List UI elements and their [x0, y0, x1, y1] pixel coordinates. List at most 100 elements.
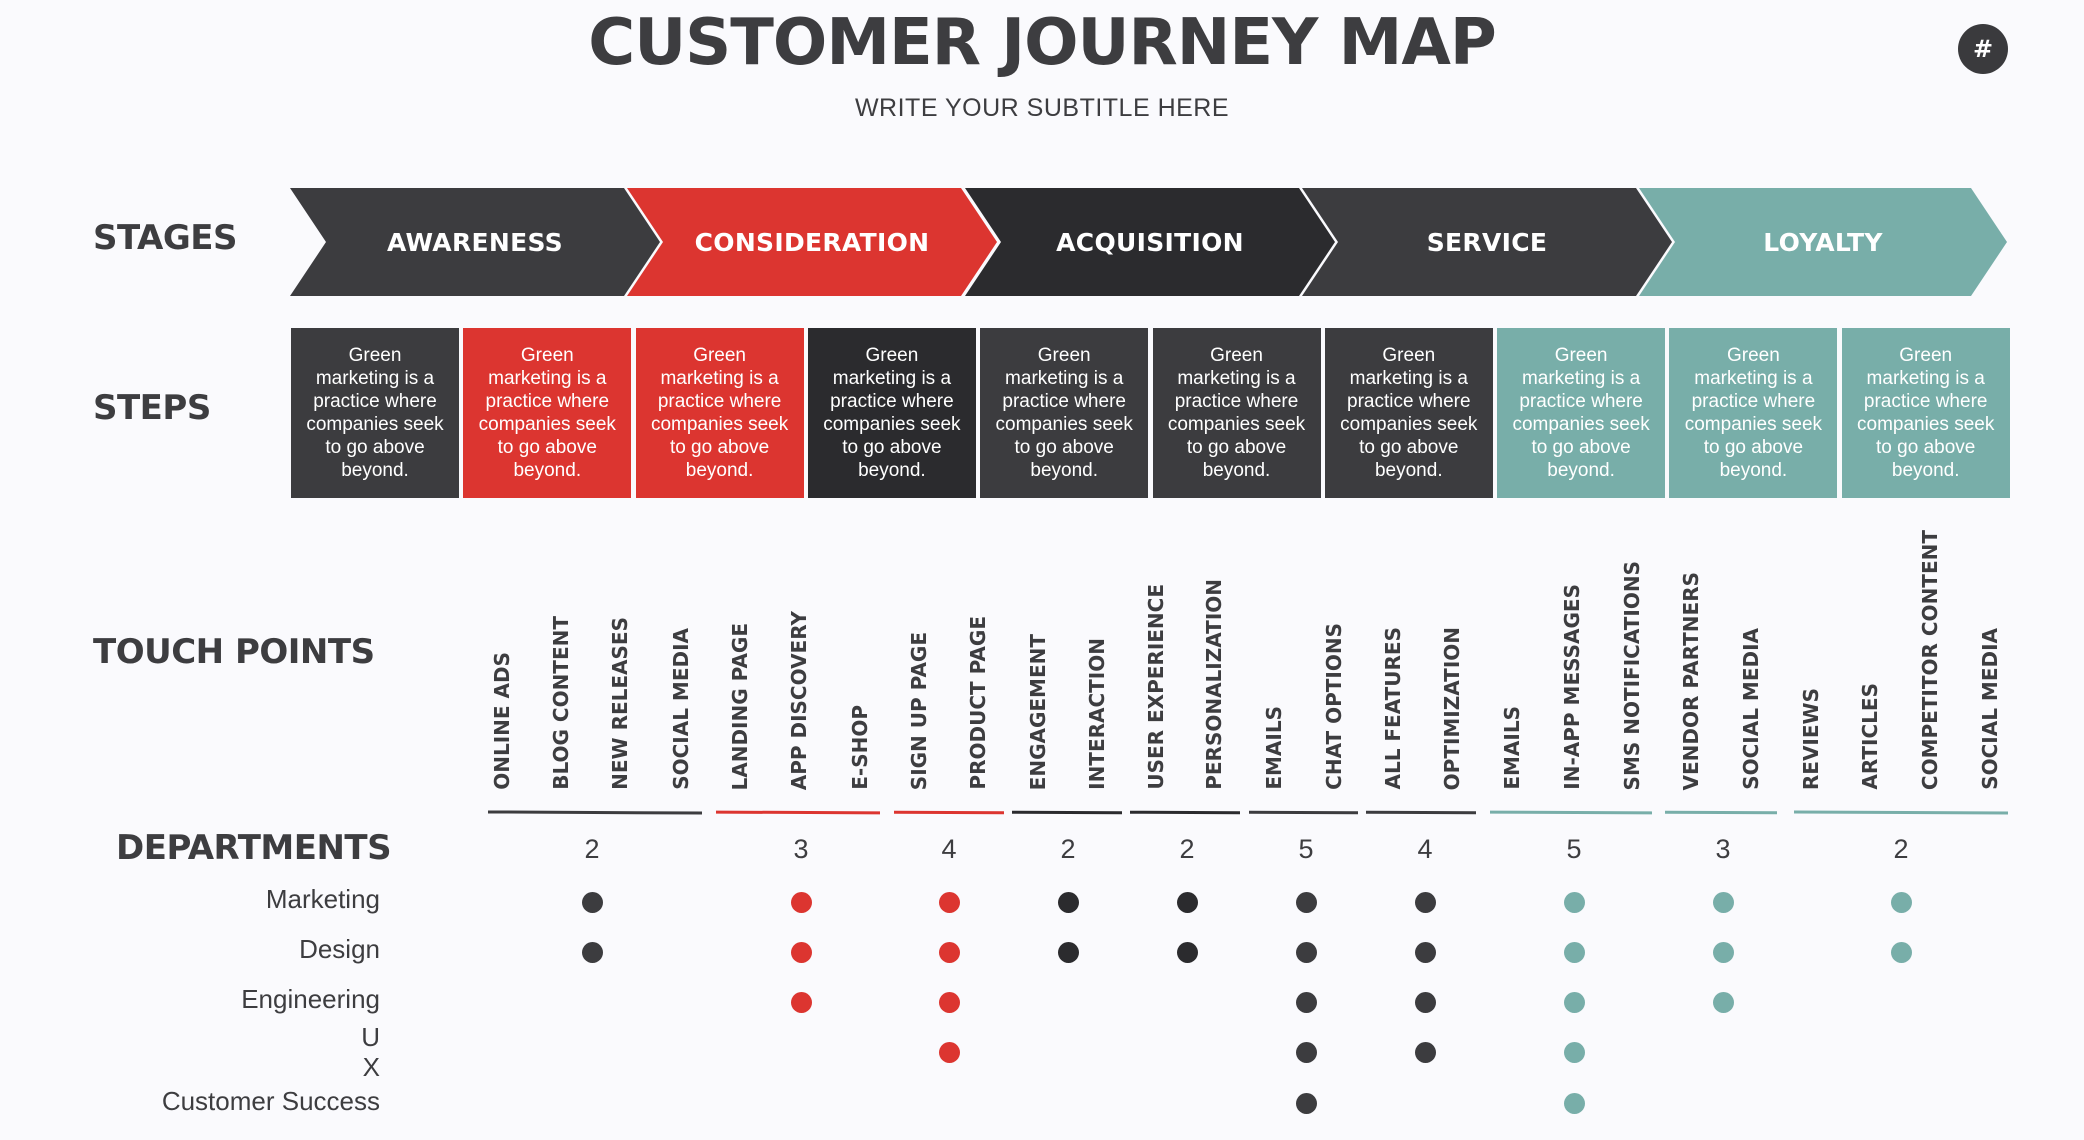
touch-point-label: APP DISCOVERY — [787, 610, 811, 790]
touch-point-label: SOCIAL MEDIA — [1978, 628, 2002, 790]
group-count: 2 — [584, 834, 600, 864]
touch-point: APP DISCOVERY — [779, 540, 819, 790]
group-underline — [715, 810, 881, 815]
touch-point: EMAILS — [1492, 540, 1532, 790]
step-card: Green marketing is a practice where comp… — [291, 328, 459, 498]
department-label: U X — [361, 1022, 380, 1082]
department-dot — [791, 992, 812, 1013]
group-underline — [1489, 810, 1653, 815]
touch-point: ARTICLES — [1850, 540, 1890, 790]
touch-point: ONLINE ADS — [482, 540, 522, 790]
touch-points-label: TOUCH POINTS — [93, 632, 375, 672]
touch-point: NEW RELEASES — [600, 540, 640, 790]
touch-point-label: EMAILS — [1262, 706, 1286, 790]
touch-point-label: EMAILS — [1500, 706, 1524, 790]
touch-point: SOCIAL MEDIA — [1731, 540, 1771, 790]
department-dot — [1415, 892, 1436, 913]
touch-point-label: USER EXPERIENCE — [1144, 584, 1168, 790]
department-dot — [1713, 892, 1734, 913]
touch-point-label: NEW RELEASES — [608, 617, 632, 790]
touch-point-label: BLOG CONTENT — [549, 616, 573, 790]
hashtag-icon[interactable]: # — [1958, 24, 2008, 74]
touch-point-label: ONLINE ADS — [490, 652, 514, 790]
stage-label: ACQUISITION — [1056, 227, 1244, 257]
department-label: Customer Success — [161, 1086, 380, 1116]
step-card: Green marketing is a practice where comp… — [980, 328, 1149, 498]
department-dot — [582, 942, 603, 963]
touch-point-label: ENGAGEMENT — [1026, 633, 1050, 790]
group-underline — [1664, 810, 1778, 815]
group-underline — [1793, 810, 2009, 815]
department-dot — [939, 942, 960, 963]
steps-label: STEPS — [93, 388, 211, 428]
department-dot — [1058, 942, 1079, 963]
touch-point-label: LANDING PAGE — [728, 622, 752, 791]
stage-consideration: CONSIDERATION — [627, 188, 997, 296]
stage-label: LOYALTY — [1763, 227, 1883, 257]
group-underline — [893, 810, 1005, 815]
touch-point: SMS NOTIFICATIONS — [1612, 540, 1652, 790]
group-count: 3 — [1715, 834, 1731, 864]
touch-point: VENDOR PARTNERS — [1671, 540, 1711, 791]
touch-point: INTERACTION — [1077, 540, 1117, 790]
touch-point-label: SIGN UP PAGE — [907, 631, 931, 790]
department-dot — [939, 892, 960, 913]
department-dot — [1415, 1042, 1436, 1063]
group-count: 3 — [793, 834, 809, 864]
touch-point: CHAT OPTIONS — [1314, 540, 1354, 790]
department-dot — [791, 942, 812, 963]
touch-point: ALL FEATURES — [1373, 540, 1413, 790]
stage-awareness: AWARENESS — [290, 188, 660, 296]
department-dot — [1564, 992, 1585, 1013]
touch-point-label: E-SHOP — [848, 705, 872, 790]
touch-point: PRODUCT PAGE — [958, 540, 998, 790]
department-dot — [1296, 992, 1317, 1013]
department-dot — [1415, 942, 1436, 963]
stage-label: AWARENESS — [387, 227, 563, 257]
departments-label: DEPARTMENTS — [116, 828, 392, 868]
group-underline — [1365, 810, 1477, 815]
touch-point: SOCIAL MEDIA — [1970, 540, 2010, 790]
touch-point-label: ARTICLES — [1858, 683, 1882, 790]
group-count: 2 — [1893, 834, 1909, 864]
group-count: 4 — [941, 834, 957, 864]
department-dot — [1296, 1042, 1317, 1063]
step-card: Green marketing is a practice where comp… — [463, 328, 632, 498]
touch-point-label: SOCIAL MEDIA — [669, 628, 693, 790]
touch-point-label: CHAT OPTIONS — [1322, 623, 1346, 790]
stage-label: SERVICE — [1426, 227, 1548, 257]
group-count: 5 — [1566, 834, 1582, 864]
touch-point: LANDING PAGE — [720, 540, 760, 791]
department-dot — [1713, 942, 1734, 963]
group-count: 5 — [1298, 834, 1314, 864]
touch-point-label: IN-APP MESSAGES — [1560, 584, 1584, 790]
touch-point: COMPETITOR CONTENT — [1910, 530, 1950, 790]
group-underline — [487, 810, 703, 815]
stage-label: CONSIDERATION — [694, 227, 930, 257]
touch-point-label: PERSONALIZATION — [1202, 579, 1226, 790]
touch-point: SOCIAL MEDIA — [661, 540, 701, 790]
department-dot — [582, 892, 603, 913]
step-card: Green marketing is a practice where comp… — [1841, 328, 2010, 498]
touch-point-label: SMS NOTIFICATIONS — [1620, 560, 1644, 790]
group-count: 4 — [1417, 834, 1433, 864]
department-dot — [1296, 1093, 1317, 1114]
department-dot — [939, 992, 960, 1013]
department-dot — [791, 892, 812, 913]
department-dot — [1058, 892, 1079, 913]
department-dot — [939, 1042, 960, 1063]
page-subtitle: WRITE YOUR SUBTITLE HERE — [854, 94, 1230, 122]
department-dot — [1415, 992, 1436, 1013]
department-dot — [1296, 942, 1317, 963]
touch-point: USER EXPERIENCE — [1136, 540, 1176, 790]
department-dot — [1891, 892, 1912, 913]
step-card: Green marketing is a practice where comp… — [1669, 328, 1838, 498]
touch-point-label: VENDOR PARTNERS — [1679, 571, 1703, 791]
group-underline — [1248, 810, 1359, 815]
touch-point: OPTIMIZATION — [1432, 540, 1472, 790]
stage-acquisition: ACQUISITION — [965, 188, 1335, 296]
stage-service: SERVICE — [1302, 188, 1672, 296]
department-label: Engineering — [241, 984, 380, 1014]
department-dot — [1177, 942, 1198, 963]
touch-point-label: REVIEWS — [1799, 687, 1823, 790]
